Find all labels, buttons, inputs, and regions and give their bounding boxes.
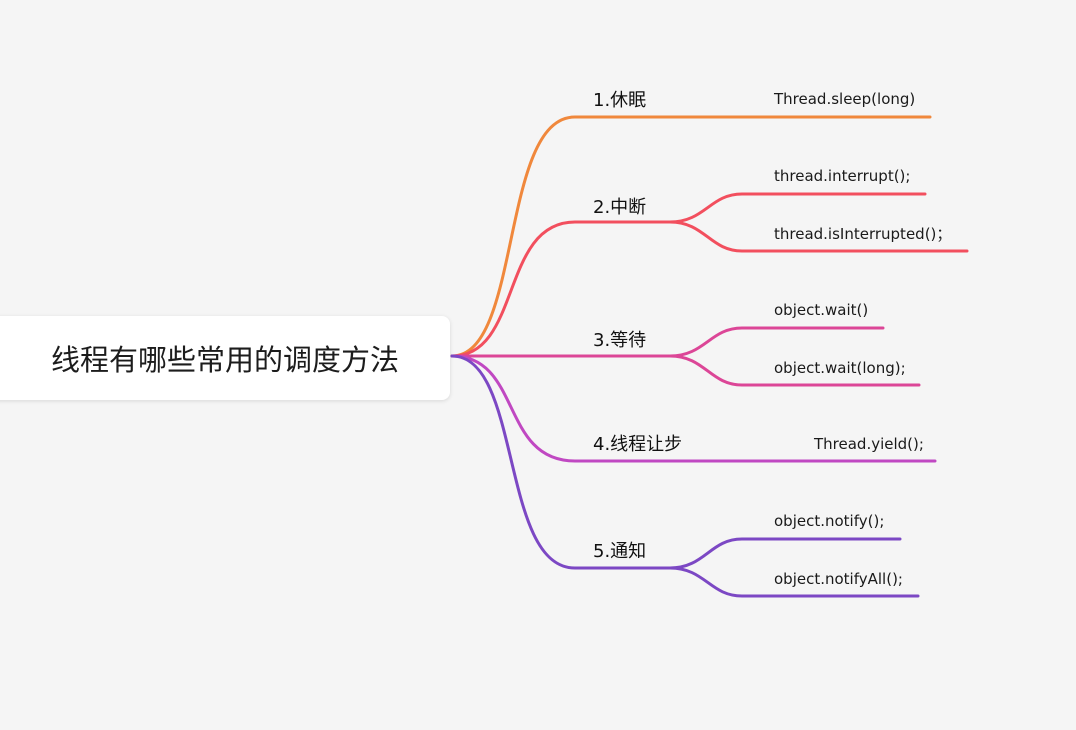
branch-connector-sleep (450, 115, 696, 358)
leaf-label-is-interrupted[interactable]: thread.isInterrupted()； (774, 225, 952, 243)
branch-label-notify[interactable]: 5.通知 (593, 541, 647, 562)
leaf-label-wait[interactable]: object.wait() (774, 301, 869, 319)
leaf-connector-wait-0 (668, 326, 885, 358)
root-node[interactable]: 线程有哪些常用的调度方法 (0, 316, 450, 400)
leaf-connector-notify-1 (668, 566, 920, 598)
branch-connector-interrupt (450, 220, 672, 358)
branch-connector-yield (450, 354, 708, 463)
branch-label-interrupt[interactable]: 2.中断 (593, 197, 647, 218)
leaf-label-wait-long[interactable]: object.wait(long); (774, 359, 906, 377)
branch-label-sleep[interactable]: 1.休眠 (593, 90, 647, 111)
leaf-connector-wait-1 (668, 354, 921, 387)
leaf-label-notify-all[interactable]: object.notifyAll(); (774, 570, 903, 588)
leaf-connector-interrupt-0 (668, 192, 927, 224)
leaf-connector-notify-0 (668, 537, 902, 570)
branch-label-wait[interactable]: 3.等待 (593, 330, 647, 351)
leaf-connector-interrupt-1 (668, 220, 969, 253)
branch-label-yield[interactable]: 4.线程让步 (593, 434, 683, 455)
leaf-label-sleep[interactable]: Thread.sleep(long) (774, 90, 916, 108)
root-label: 线程有哪些常用的调度方法 (50, 343, 399, 377)
leaf-label-notify[interactable]: object.notify(); (774, 512, 885, 530)
leaf-label-interrupt[interactable]: thread.interrupt(); (774, 167, 911, 185)
leaf-label-yield[interactable]: Thread.yield(); (814, 435, 924, 453)
branch-connector-notify (450, 354, 672, 570)
